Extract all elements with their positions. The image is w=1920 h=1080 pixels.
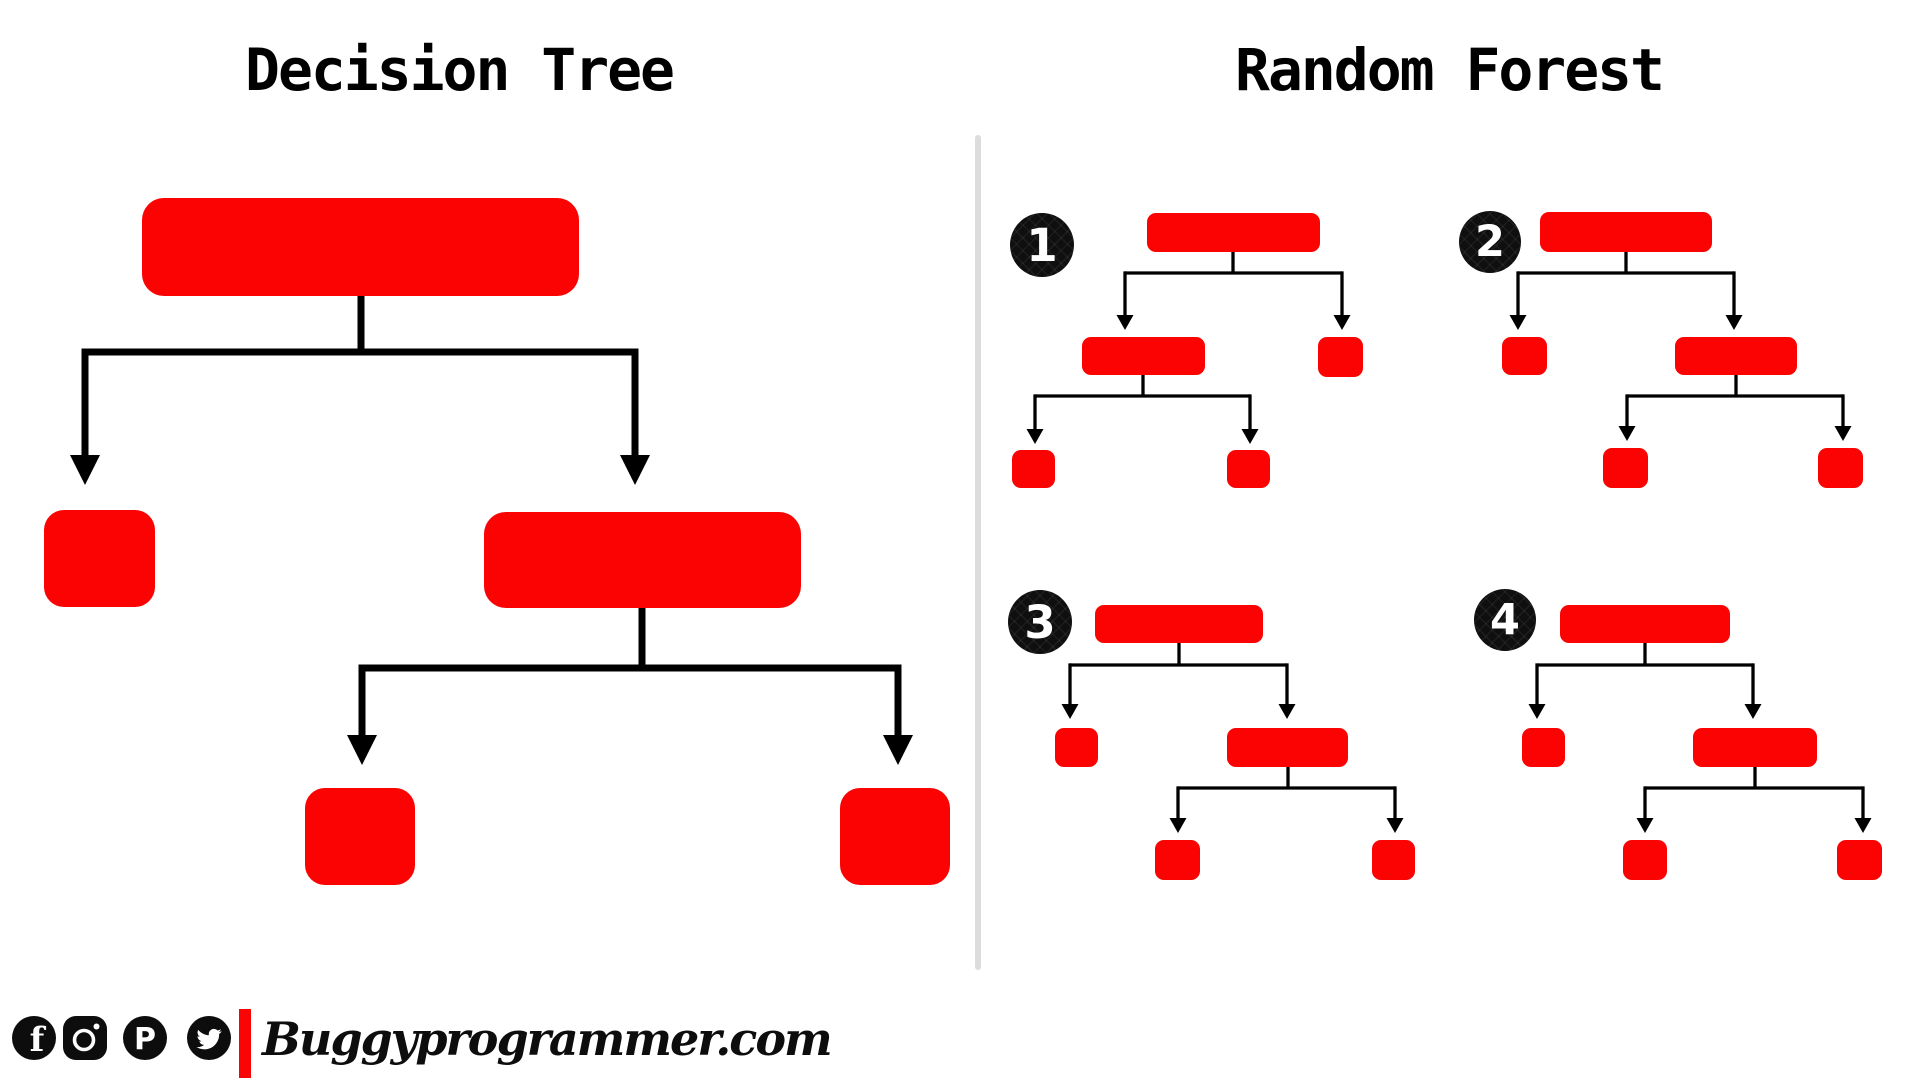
tree-number-badge: 1 (1010, 213, 1074, 277)
tree-node-leaf (1818, 448, 1863, 488)
tree-node-internal (1675, 337, 1797, 375)
arrowhead (1636, 818, 1654, 833)
arrowhead (1333, 315, 1351, 330)
tree-node-internal (484, 512, 801, 608)
tree-node-leaf (1318, 337, 1363, 377)
tree-node-leaf (1372, 840, 1415, 880)
tree-node-root (142, 198, 579, 296)
tree-node-root (1540, 212, 1712, 252)
arrowhead (1116, 315, 1134, 330)
arrowhead (1528, 704, 1546, 719)
forest-tree-3 (1055, 605, 1415, 880)
brand-name: Buggyprogrammer.com (262, 1012, 833, 1066)
tree-number-badge: 3 (1008, 590, 1072, 654)
tree-node-leaf (1227, 450, 1270, 488)
random-forest-title: Random Forest (1235, 36, 1665, 104)
brand-accent-bar (239, 1009, 251, 1078)
forest-tree-1 (1012, 213, 1363, 488)
forest-tree-4 (1522, 605, 1882, 880)
instagram-lens (72, 1028, 96, 1052)
tree-number-badge: 2 (1459, 211, 1521, 273)
arrowhead (1744, 704, 1762, 719)
tree-node-leaf (305, 788, 415, 885)
tree-node-internal (1082, 337, 1205, 375)
pinterest-glyph: P (134, 1022, 156, 1057)
tree-node-root (1147, 213, 1320, 252)
forest-tree-2 (1502, 212, 1863, 488)
arrowhead (1278, 704, 1296, 719)
arrowhead (1241, 429, 1259, 444)
tree-node-leaf (1603, 448, 1648, 488)
tree-node-leaf (1502, 337, 1547, 375)
arrowhead (1854, 818, 1872, 833)
tree-node-root (1560, 605, 1730, 643)
tree-node-leaf (1837, 840, 1882, 880)
panel-divider (975, 135, 981, 970)
decision-tree-title: Decision Tree (245, 36, 675, 104)
tree-node-internal (1227, 728, 1348, 767)
tree-node-leaf (1623, 840, 1667, 880)
tree-node-leaf (1012, 450, 1055, 488)
twitter-icon (187, 1016, 231, 1060)
tree-node-leaf (1522, 728, 1565, 767)
instagram-flash-dot (93, 1023, 100, 1030)
arrowhead (347, 735, 377, 765)
tree-node-internal (1693, 728, 1817, 767)
tree-number-badge: 4 (1474, 589, 1536, 651)
arrowhead (620, 455, 650, 485)
arrowhead (1169, 818, 1187, 833)
arrowhead (1618, 426, 1636, 441)
arrowhead (1386, 818, 1404, 833)
instagram-icon (63, 1016, 107, 1060)
decision-tree (44, 198, 950, 885)
facebook-icon: f (12, 1016, 56, 1060)
arrowhead (70, 455, 100, 485)
arrowhead (1834, 426, 1852, 441)
tree-node-leaf (44, 510, 155, 607)
tree-node-leaf (1155, 840, 1200, 880)
arrowhead (1509, 315, 1527, 330)
tree-node-leaf (840, 788, 950, 885)
tree-node-leaf (1055, 728, 1098, 767)
twitter-bird (196, 1028, 222, 1050)
pinterest-icon: P (123, 1016, 167, 1060)
arrowhead (1061, 704, 1079, 719)
arrowhead (883, 735, 913, 765)
arrowhead (1725, 315, 1743, 330)
tree-node-root (1095, 605, 1263, 643)
arrowhead (1026, 429, 1044, 444)
facebook-glyph: f (30, 1020, 47, 1060)
